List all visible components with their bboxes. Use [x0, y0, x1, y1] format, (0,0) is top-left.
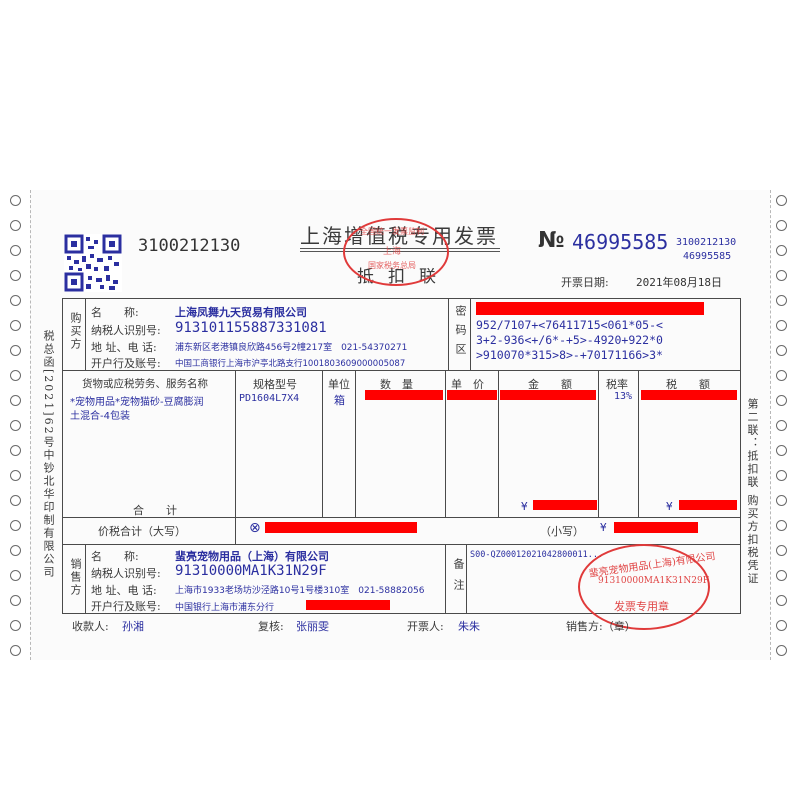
printer-info: 税总函[2021]62号中钞北华印制有限公司 — [42, 330, 55, 579]
copy-usage-note: 第二联：抵扣联 购买方扣税凭证 — [746, 398, 759, 586]
grand-total-small-label: （小写） — [540, 525, 584, 538]
seller-name: 蜚亮宠物用品（上海）有限公司 — [175, 550, 329, 563]
seller-name-label: 名 称: — [91, 550, 139, 563]
invoice-number: 46995585 — [572, 230, 669, 254]
redacted-cipher-line — [476, 302, 704, 315]
redacted-grand-total — [614, 522, 698, 533]
col-rate: 税率 — [606, 378, 628, 391]
buyer-bank-label: 开户行及账号: — [91, 357, 161, 370]
invoice-frame — [62, 298, 741, 614]
buyer-section-label: 购买方 — [69, 312, 82, 351]
circle-x-icon: ⊗ — [249, 520, 261, 536]
payee-label: 收款人: — [72, 620, 109, 633]
remark-text: S00-QZ00012021042800011... — [470, 550, 604, 560]
seller-bank-label: 开户行及账号: — [91, 600, 161, 613]
buyer-address: 浦东新区老港镇良欣路456号2幢217室 021-54370271 — [175, 343, 408, 353]
redacted-tax — [641, 390, 737, 400]
seal-outer-text: 全国统一发票监制 — [360, 227, 424, 236]
seller-invoice-seal — [578, 544, 710, 630]
drawer-label: 开票人: — [407, 620, 444, 633]
seal-mid-text: 上海 — [383, 247, 402, 257]
issue-date: 2021年08月18日 — [636, 276, 722, 289]
seal-inner-text: 国家税务总局 — [368, 261, 416, 270]
buyer-tax-label: 纳税人识别号: — [91, 324, 161, 337]
buyer-addr-label: 地 址、电 话: — [91, 341, 157, 354]
seller-tax-id: 91310000MA1K31N29F — [175, 563, 327, 579]
grand-total-label: 价税合计（大写） — [98, 525, 186, 538]
total-label: 合 计 — [133, 504, 177, 517]
col-amount: 金 额 — [528, 378, 572, 391]
redacted-total-amount — [533, 500, 597, 510]
seller-address: 上海市1933老场坊沙泾路10号1号楼310室 021-58882056 — [175, 586, 425, 596]
invoice-number-small: 46995585 — [683, 251, 732, 262]
cipher-section-label: 密码区 — [454, 305, 467, 362]
item-unit: 箱 — [334, 394, 345, 407]
right-tractor-holes — [776, 195, 788, 670]
col-spec: 规格型号 — [253, 378, 297, 391]
issue-date-label: 开票日期: — [561, 276, 609, 289]
col-qty: 数 量 — [380, 378, 413, 391]
invoice-code-left: 3100212130 — [138, 236, 241, 256]
buyer-tax-id: 913101155887331081 — [175, 320, 327, 336]
item-name-line1: *宠物用品*宠物猫砂-豆腐膨润 — [70, 397, 204, 408]
cipher-line-2: 3+2-936<+/6*-+5>-4920+922*0 — [476, 333, 663, 347]
seller-seal-code: 91310000MA1K31N29F — [598, 576, 709, 586]
right-perforation — [770, 190, 771, 660]
total-tax-yen: ¥ — [666, 500, 673, 513]
cipher-line-1: 952/7107+<76411715<061*05-< — [476, 318, 663, 332]
seller-seal-bottom: 发票专用章 — [614, 600, 669, 613]
redacted-qty — [365, 390, 443, 400]
buyer-name: 上海凤舞九天贸易有限公司 — [175, 306, 307, 319]
reviewer-label: 复核: — [258, 620, 284, 633]
redacted-grand-total-words — [265, 522, 417, 533]
buyer-bank: 中国工商银行上海市沪亭北路支行1001803609000005087 — [175, 359, 406, 369]
redacted-price — [447, 390, 497, 400]
redacted-total-tax — [679, 500, 737, 510]
seller-tax-label: 纳税人识别号: — [91, 567, 161, 580]
seller-chop-label: 销售方:（章） — [566, 620, 636, 633]
seller-addr-label: 地 址、电 话: — [91, 584, 157, 597]
remark-section-label: 备注 — [452, 558, 465, 600]
reviewer: 张丽雯 — [296, 620, 329, 633]
qr-code-icon — [64, 234, 122, 292]
no-symbol: № — [538, 228, 565, 253]
item-name-line2: 土混合-4包装 — [70, 411, 130, 422]
item-spec: PD1604L7X4 — [239, 393, 300, 404]
item-rate: 13% — [614, 391, 633, 402]
left-tractor-holes — [10, 195, 22, 670]
col-price: 单 价 — [451, 378, 484, 391]
col-goods-name: 货物或应税劳务、服务名称 — [82, 378, 208, 390]
supervision-seal — [343, 218, 449, 286]
total-amount-yen: ¥ — [521, 500, 528, 513]
grand-total-yen: ¥ — [600, 521, 607, 534]
cipher-line-3: >910070*315>8>-+70171166>3* — [476, 348, 663, 362]
buyer-name-label: 名 称: — [91, 306, 139, 319]
left-perforation — [30, 190, 31, 660]
seller-section-label: 销售方 — [69, 558, 82, 597]
col-tax: 税 额 — [666, 378, 710, 391]
redacted-amount — [500, 390, 596, 400]
col-unit: 单位 — [328, 378, 350, 391]
payee: 孙湘 — [122, 620, 144, 633]
invoice-code-small: 3100212130 — [676, 237, 737, 248]
redacted-seller-account — [306, 600, 390, 610]
seller-bank: 中国银行上海市浦东分行 — [175, 603, 275, 613]
drawer: 朱朱 — [458, 620, 480, 633]
